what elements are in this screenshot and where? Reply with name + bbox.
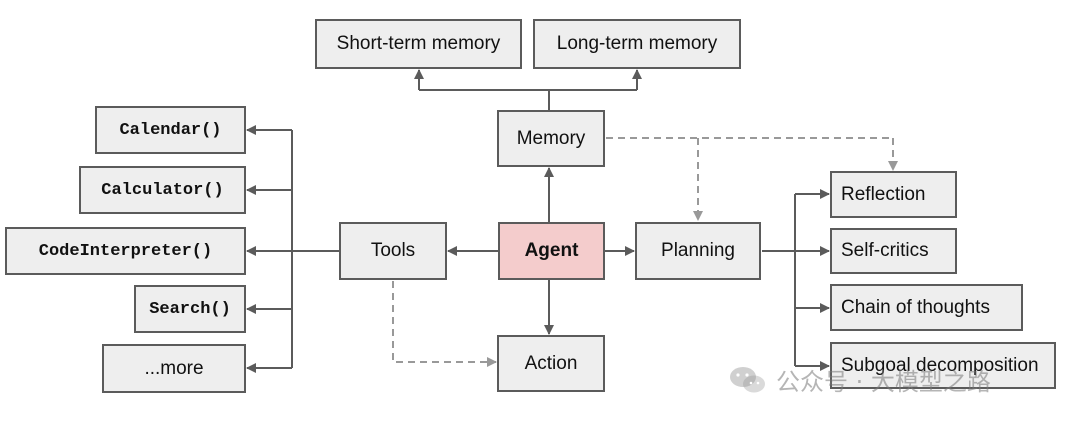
dashed-arrow-tools-action <box>392 281 497 367</box>
calendar-box: Calendar() <box>95 106 246 154</box>
more-box: ...more <box>102 344 246 393</box>
short-term-memory-box: Short-term memory <box>315 19 522 69</box>
search-box: Search() <box>134 285 246 333</box>
calculator-box: Calculator() <box>79 166 246 214</box>
agent-box: Agent <box>498 222 605 280</box>
chain-of-thoughts-box: Chain of thoughts <box>830 284 1023 331</box>
self-critics-box: Self-critics <box>830 228 957 274</box>
memory-box: Memory <box>497 110 605 167</box>
action-box: Action <box>497 335 605 392</box>
wechat-icon <box>730 366 765 392</box>
subgoal-decomposition-box: Subgoal decomposition <box>830 342 1056 389</box>
code-interpreter-box: CodeInterpreter() <box>5 227 246 275</box>
watermark-text: 公众号 · 大模型之路 <box>776 368 991 396</box>
planning-box: Planning <box>635 222 761 280</box>
tools-box: Tools <box>339 222 447 280</box>
watermark: 公众号 · 大模型之路 <box>728 362 991 397</box>
reflection-box: Reflection <box>830 171 957 218</box>
long-term-memory-box: Long-term memory <box>533 19 741 69</box>
